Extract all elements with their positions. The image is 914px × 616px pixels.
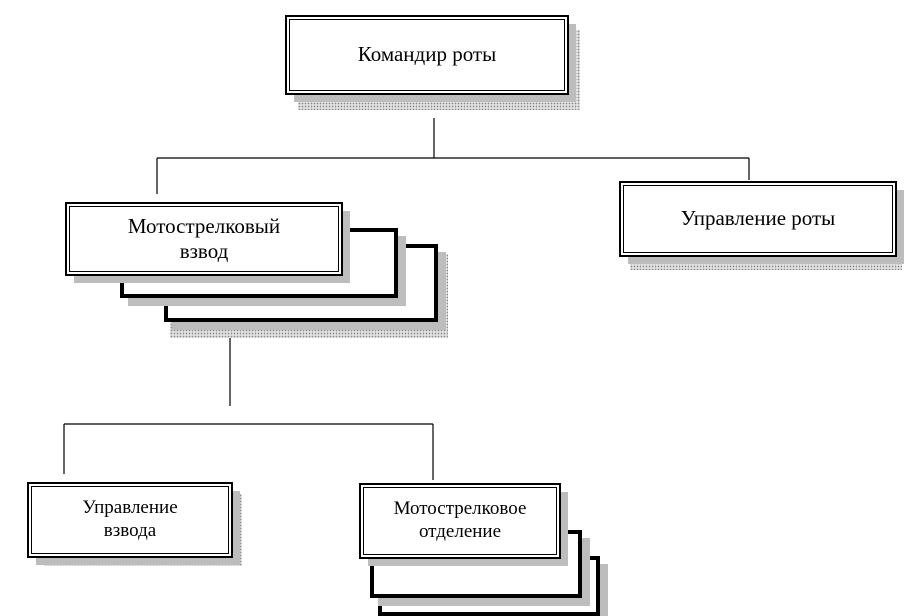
node-company-control: Управление роты — [619, 181, 897, 257]
node-company-control-label: Управление роты — [680, 206, 836, 231]
node-platoon-control-line1: Управление — [82, 497, 178, 519]
node-squad-line2: отделение — [418, 521, 502, 542]
node-commander: Командир роты — [285, 15, 569, 95]
node-squad: Мотострелковое отделение — [359, 483, 561, 559]
node-platoon-control-line2: взвода — [103, 520, 157, 541]
node-commander-label: Командир роты — [357, 42, 497, 67]
node-platoon: Мотострелковый взвод — [65, 202, 343, 276]
node-platoon-control: Управление взвода — [27, 482, 233, 558]
node-platoon-line1: Мотострелковый — [127, 213, 281, 238]
node-squad-line1: Мотострелковое — [393, 498, 527, 520]
node-platoon-line2: взвод — [179, 239, 229, 263]
